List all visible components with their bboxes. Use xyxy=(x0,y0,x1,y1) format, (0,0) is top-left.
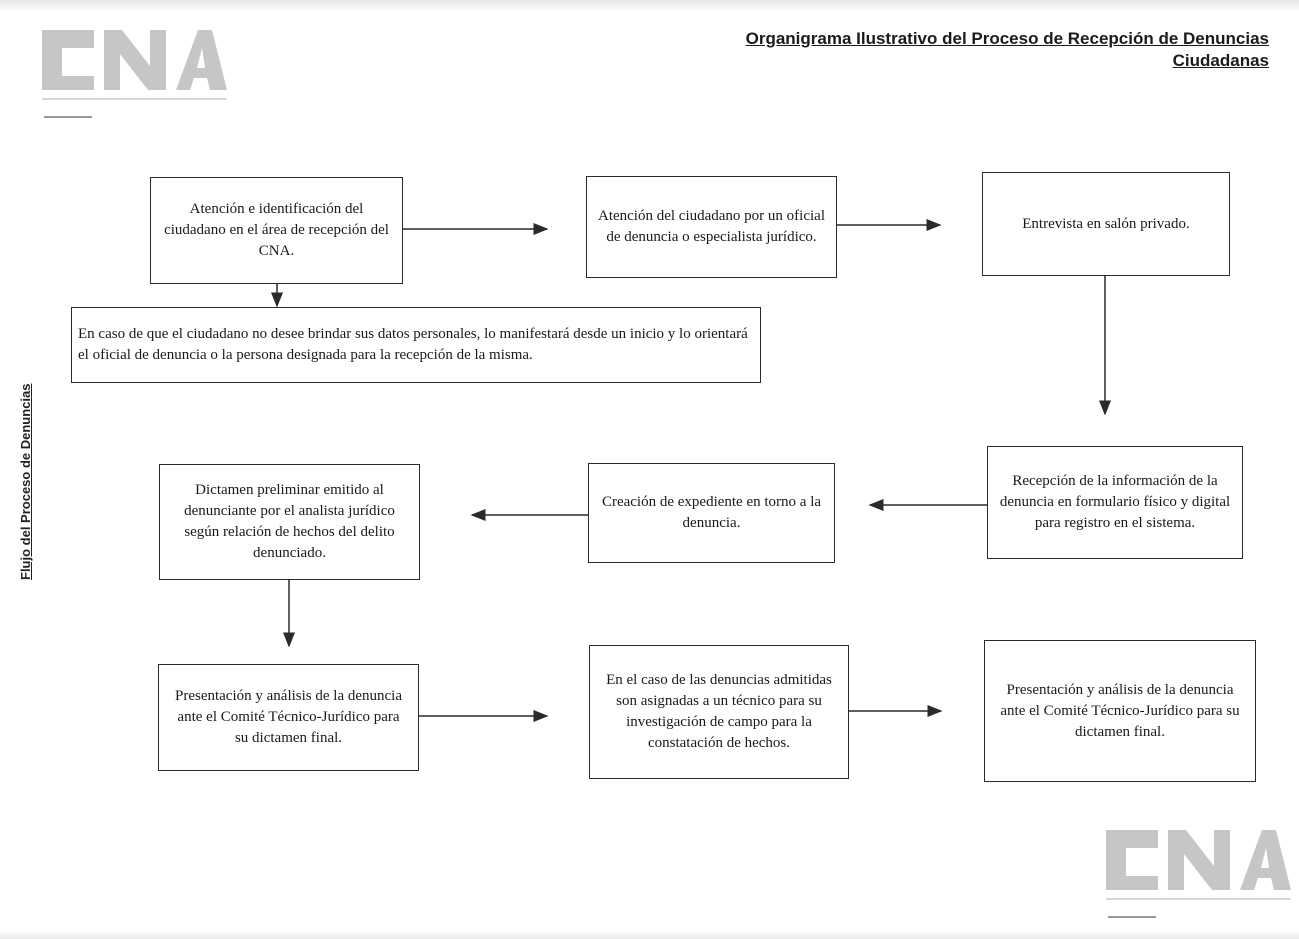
step-5-text: Creación de expediente en torno a la den… xyxy=(601,494,822,531)
page-edge-bottom xyxy=(0,931,1299,939)
cna-logo-top xyxy=(42,30,227,125)
cna-logo-bottom xyxy=(1106,830,1291,925)
step-7-text: Presentación y análisis de la denuncia a… xyxy=(174,688,402,746)
step-8-box: En el caso de las denuncias admitidas so… xyxy=(589,645,849,779)
note-text: En caso de que el ciudadano no desee bri… xyxy=(78,326,748,363)
step-5-box: Creación de expediente en torno a la den… xyxy=(588,463,835,563)
step-9-text: Presentación y análisis de la denuncia a… xyxy=(1000,681,1240,740)
page-edge-top xyxy=(0,0,1299,12)
step-8-text: En el caso de las denuncias admitidas so… xyxy=(606,672,832,751)
step-9-box: Presentación y análisis de la denuncia a… xyxy=(984,640,1256,782)
step-1-text: Atención e identificación del ciudadano … xyxy=(164,201,389,259)
step-3-box: Entrevista en salón privado. xyxy=(982,172,1230,276)
step-4-text: Recepción de la información de la denunc… xyxy=(999,473,1231,531)
page-title: Organigrama Ilustrativo del Proceso de R… xyxy=(745,29,1269,70)
step-1-box: Atención e identificación del ciudadano … xyxy=(150,177,403,284)
step-6-text: Dictamen preliminar emitido al denuncian… xyxy=(184,482,395,561)
step-2-box: Atención del ciudadano por un oficial de… xyxy=(586,176,837,278)
step-4-box: Recepción de la información de la denunc… xyxy=(987,446,1243,559)
step-6-box: Dictamen preliminar emitido al denuncian… xyxy=(159,464,420,580)
step-7-box: Presentación y análisis de la denuncia a… xyxy=(158,664,419,771)
note-box: En caso de que el ciudadano no desee bri… xyxy=(71,307,761,383)
step-3-text: Entrevista en salón privado. xyxy=(1022,215,1190,232)
step-2-text: Atención del ciudadano por un oficial de… xyxy=(597,208,825,245)
